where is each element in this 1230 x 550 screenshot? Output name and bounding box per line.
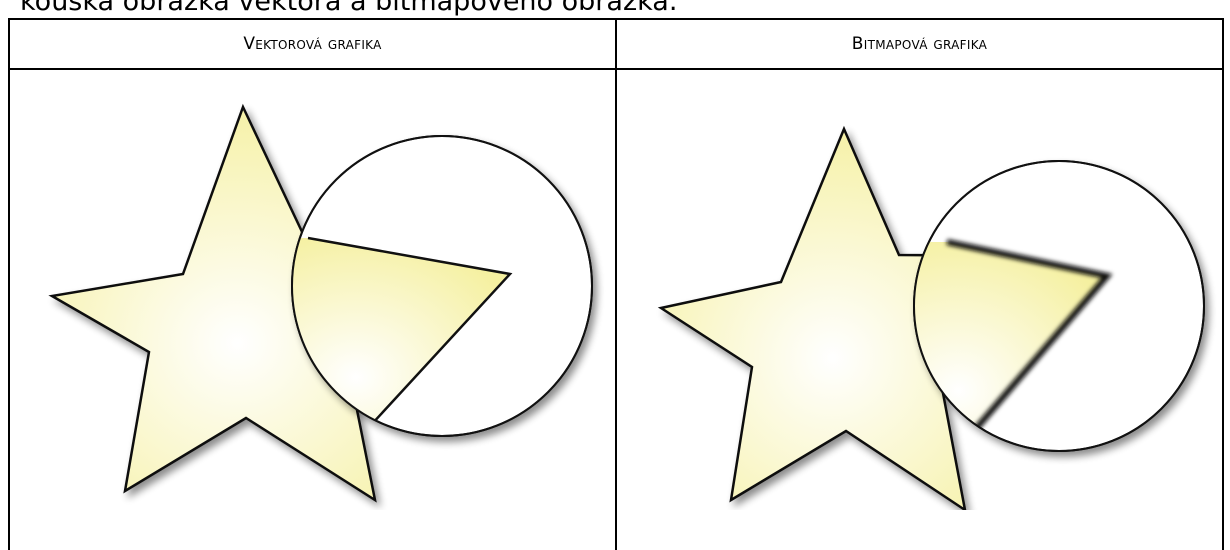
comparison-table: Vektorová grafika Bitmapová grafika xyxy=(8,18,1224,550)
header-bitmap-graphics: Bitmapová grafika xyxy=(616,19,1223,69)
bitmap-star-illustration xyxy=(617,70,1217,510)
image-row xyxy=(9,69,1223,550)
vector-image-cell xyxy=(9,69,616,550)
header-row: Vektorová grafika Bitmapová grafika xyxy=(9,19,1223,69)
vector-star-illustration xyxy=(10,70,620,510)
caption-text: kouska obrázka vektora a bitmapového obr… xyxy=(20,0,677,19)
bitmap-image-cell xyxy=(616,69,1223,550)
header-vector-graphics: Vektorová grafika xyxy=(9,19,616,69)
